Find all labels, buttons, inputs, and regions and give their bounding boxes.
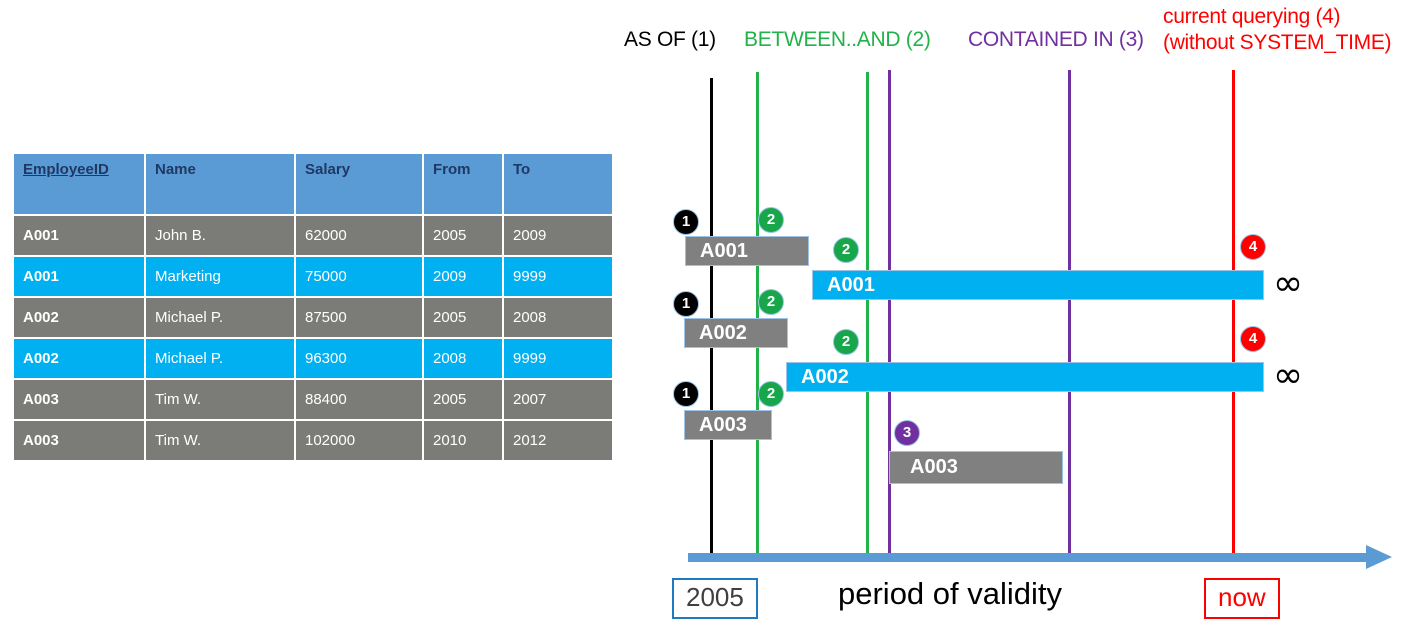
infinity-symbol-a002: ∞ [1273,355,1303,396]
table-row: A002 Michael P. 96300 2008 9999 [14,339,612,378]
cell-salary: 102000 [296,421,422,460]
table-row: A001 John B. 62000 2005 2009 [14,216,612,255]
cell-name: Marketing [146,257,294,296]
cell-from: 2005 [424,380,502,419]
employee-history-table: EmployeeID Name Salary From To A001 John… [12,152,614,462]
vline-contained-start [888,70,891,562]
cell-to: 9999 [504,257,612,296]
legend-current-querying: current querying (4) (without SYSTEM_TIM… [1163,4,1392,56]
axis-caption: period of validity [838,576,1063,611]
column-header-employeeid-label: EmployeeID [23,161,109,178]
marker-3-row6: 3 [894,420,920,446]
cell-name: Michael P. [146,298,294,337]
legend-as-of: AS OF (1) [624,28,716,51]
cell-salary: 75000 [296,257,422,296]
legend-current-line1: current querying (4) [1163,5,1341,28]
cell-to: 2012 [504,421,612,460]
marker-2-row3: 2 [758,289,784,315]
vline-between-end [866,72,869,562]
legend-between-and: BETWEEN..AND (2) [744,28,931,51]
cell-to: 2008 [504,298,612,337]
cell-salary: 88400 [296,380,422,419]
marker-2-row4: 2 [833,329,859,355]
legend-contained-in: CONTAINED IN (3) [968,28,1144,51]
vline-between-start [756,72,759,562]
marker-1-row1: 1 [673,209,699,235]
cell-to: 2009 [504,216,612,255]
axis-start-label: 2005 [672,578,758,619]
cell-from: 2005 [424,216,502,255]
table-row: A002 Michael P. 87500 2005 2008 [14,298,612,337]
cell-employeeid: A002 [14,298,144,337]
cell-name: Tim W. [146,380,294,419]
axis-now-label: now [1204,578,1280,619]
cell-employeeid: A001 [14,216,144,255]
cell-salary: 87500 [296,298,422,337]
cell-to: 9999 [504,339,612,378]
column-header-employeeid: EmployeeID [14,154,144,214]
bar-a003-second: A003 [889,451,1063,484]
cell-from: 2008 [424,339,502,378]
vline-contained-end [1068,70,1071,562]
table-header-row: EmployeeID Name Salary From To [14,154,612,214]
cell-employeeid: A003 [14,380,144,419]
cell-salary: 62000 [296,216,422,255]
cell-from: 2010 [424,421,502,460]
table-row: A003 Tim W. 102000 2010 2012 [14,421,612,460]
vline-now [1232,70,1235,562]
marker-1-row3: 1 [673,291,699,317]
bar-a001-historical: A001 [685,236,809,266]
timeline-arrow-icon [1366,545,1392,569]
marker-2-row2: 2 [833,237,859,263]
legend-current-line2: (without SYSTEM_TIME) [1163,31,1392,54]
column-header-name: Name [146,154,294,214]
marker-4-row2: 4 [1240,234,1266,260]
table-row: A003 Tim W. 88400 2005 2007 [14,380,612,419]
cell-employeeid: A002 [14,339,144,378]
bar-a002-current: A002 [786,362,1264,392]
bar-a001-current: A001 [812,270,1264,300]
marker-2-row5: 2 [758,381,784,407]
table-row: A001 Marketing 75000 2009 9999 [14,257,612,296]
bar-a003-first: A003 [684,410,772,440]
cell-from: 2005 [424,298,502,337]
cell-salary: 96300 [296,339,422,378]
cell-employeeid: A001 [14,257,144,296]
column-header-from: From [424,154,502,214]
timeline-axis [688,553,1368,562]
column-header-salary: Salary [296,154,422,214]
infinity-symbol-a001: ∞ [1273,263,1303,304]
cell-from: 2009 [424,257,502,296]
column-header-to: To [504,154,612,214]
marker-1-row5: 1 [673,381,699,407]
bar-a002-historical: A002 [684,318,788,348]
cell-employeeid: A003 [14,421,144,460]
cell-name: Michael P. [146,339,294,378]
cell-name: Tim W. [146,421,294,460]
cell-to: 2007 [504,380,612,419]
marker-4-row4: 4 [1240,326,1266,352]
marker-2-row1: 2 [758,207,784,233]
cell-name: John B. [146,216,294,255]
